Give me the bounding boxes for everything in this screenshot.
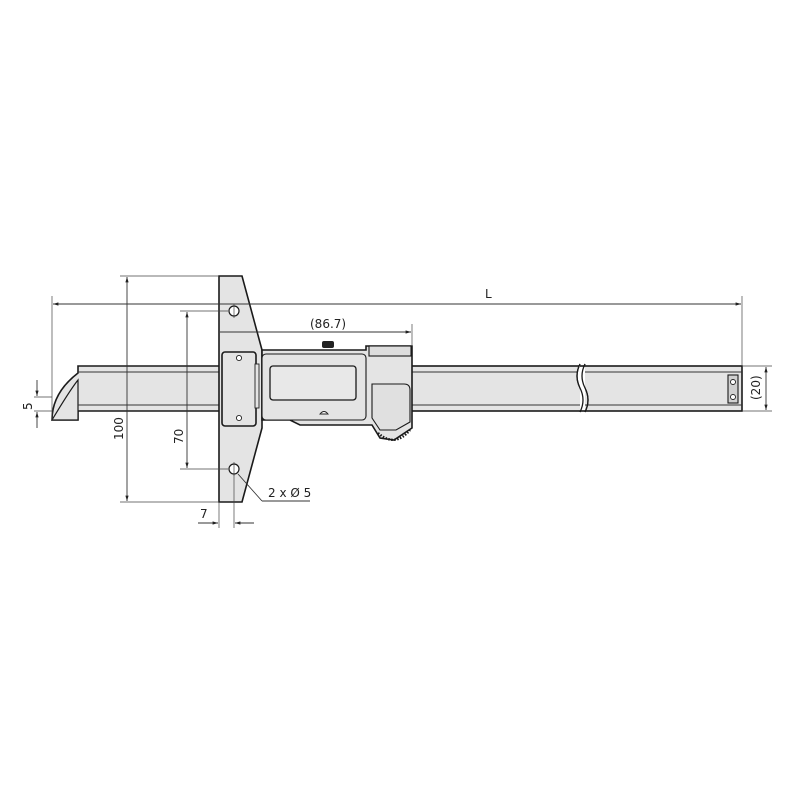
callout-holes: 2 x Ø 5	[237, 473, 311, 502]
dimension-L: L	[51, 287, 743, 420]
svg-text:(20): (20)	[749, 375, 763, 400]
svg-text:2 x Ø 5: 2 x Ø 5	[268, 486, 311, 500]
dimension-hole-spacing: 70	[172, 310, 228, 470]
svg-text:(86.7): (86.7)	[310, 317, 346, 331]
display-unit	[261, 341, 413, 441]
depth-base	[218, 275, 263, 503]
dimension-beam-height: (20)	[742, 365, 772, 412]
svg-text:7: 7	[200, 507, 208, 521]
power-button	[322, 341, 334, 348]
dimension-hole-offset: 7	[198, 474, 254, 528]
svg-text:5: 5	[21, 402, 35, 410]
dimension-base-height: 100	[112, 275, 219, 503]
dimension-display-length: (86.7)	[220, 317, 413, 346]
dimension-hook-height: 5	[21, 380, 52, 428]
svg-text:100: 100	[112, 417, 126, 440]
svg-text:70: 70	[172, 429, 186, 444]
beam-right	[409, 363, 743, 413]
beam-left	[50, 365, 226, 421]
svg-text:L: L	[485, 287, 492, 301]
